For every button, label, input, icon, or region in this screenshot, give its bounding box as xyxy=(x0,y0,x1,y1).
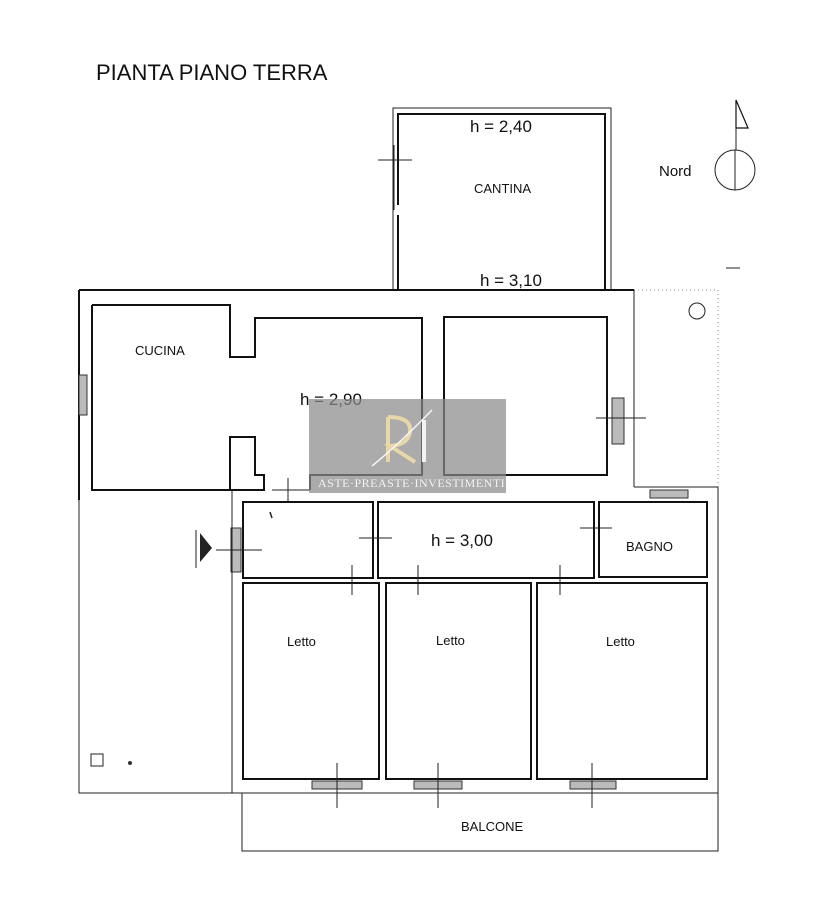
cantina-height-bottom: h = 3,10 xyxy=(480,271,542,290)
north-arrow-icon xyxy=(714,99,756,191)
watermark-box xyxy=(309,399,506,493)
balcone-label: BALCONE xyxy=(461,819,523,834)
corridor-height: h = 3,00 xyxy=(431,531,493,550)
cantina-height-top: h = 2,40 xyxy=(470,117,532,136)
watermark-text: ASTE·PREASTE·INVESTIMENTI xyxy=(318,476,505,490)
cantina-room xyxy=(378,107,612,290)
terrace-area xyxy=(78,500,232,794)
bagno-room xyxy=(598,489,708,578)
outer-walls xyxy=(78,289,719,500)
watermark: ASTE·PREASTE·INVESTIMENTI xyxy=(309,399,506,493)
letto-3-label: Letto xyxy=(606,634,635,649)
letto-1-label: Letto xyxy=(287,634,316,649)
cantina-label: CANTINA xyxy=(474,181,531,196)
bagno-label: BAGNO xyxy=(626,539,673,554)
plan-title: PIANTA PIANO TERRA xyxy=(96,60,328,85)
cucina-label: CUCINA xyxy=(135,343,185,358)
balcone-area xyxy=(241,792,719,852)
corridor-area xyxy=(216,501,612,595)
letto-2-label: Letto xyxy=(436,633,465,648)
RI-monogram-logo xyxy=(371,409,433,467)
right-room xyxy=(443,316,646,476)
north-label: Nord xyxy=(659,163,692,180)
